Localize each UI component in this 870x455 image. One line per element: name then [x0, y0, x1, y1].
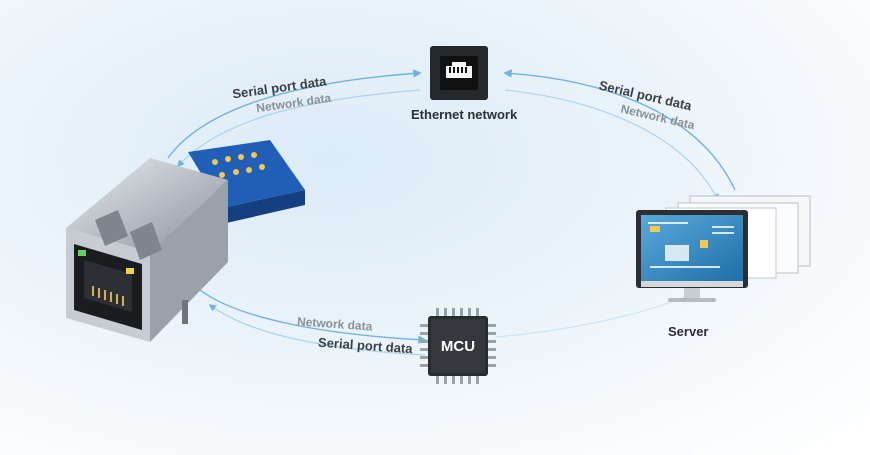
ethernet-network-label: Ethernet network	[411, 107, 518, 122]
chip-icon	[420, 308, 496, 384]
monitor-icon	[636, 195, 811, 302]
ethernet-port-icon	[430, 46, 488, 100]
link-mcu-server	[494, 289, 701, 338]
link-ethernet-server	[503, 69, 736, 202]
mcu-label: MCU	[440, 337, 476, 355]
rj45-module-image	[66, 140, 305, 342]
server-label: Server	[668, 324, 709, 339]
link-module-mcu	[199, 289, 427, 356]
link-module-ethernet	[167, 69, 422, 168]
